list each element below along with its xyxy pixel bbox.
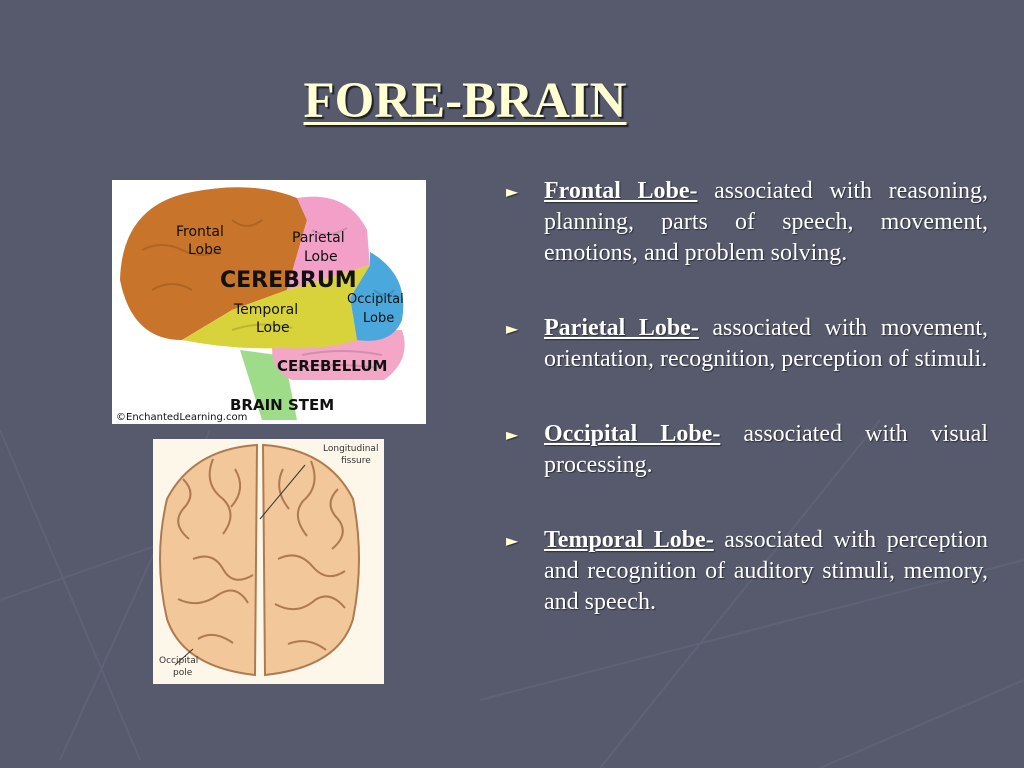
arrow-right-icon: ► [506, 531, 519, 550]
frontal-lobe-region [120, 187, 307, 340]
label-longitudinal: Longitudinal [323, 444, 378, 454]
label-frontal: Frontal [176, 224, 224, 240]
bullet-parietal: ► Parietal Lobe- associated with movemen… [506, 313, 988, 375]
label-brainstem: BRAIN STEM [230, 396, 334, 414]
brain-top-view-diagram: Longitudinal fissure Occipital pole [153, 439, 384, 684]
label-pole: pole [173, 668, 193, 678]
bullet-term: Occipital Lobe- [544, 421, 721, 447]
bullet-occipital: ► Occipital Lobe- associated with visual… [506, 419, 988, 481]
label-frontal-lobe: Lobe [188, 242, 222, 258]
bullet-term: Frontal Lobe- [544, 178, 698, 204]
left-hemisphere [159, 443, 259, 677]
label-occipital: Occipital [347, 292, 404, 307]
arrow-right-icon: ► [506, 182, 519, 201]
label-parietal-lobe: Lobe [304, 249, 338, 265]
bullet-term: Parietal Lobe- [544, 315, 699, 341]
bullet-text: associated with movement, orientation, r… [544, 315, 989, 372]
label-parietal: Parietal [292, 230, 345, 246]
label-temporal: Temporal [233, 302, 298, 318]
bullet-text: associated with perception and recogniti… [544, 527, 989, 615]
credit-text: ©EnchantedLearning.com [116, 412, 247, 423]
label-occipital-pole: Occipital [159, 656, 198, 666]
slide-title: FORE-BRAIN [303, 73, 627, 130]
bullet-frontal: ► Frontal Lobe- associated with reasonin… [506, 176, 988, 269]
label-temporal-lobe: Lobe [256, 320, 290, 336]
arrow-right-icon: ► [506, 319, 519, 338]
parietal-lobe-region [287, 196, 370, 290]
bullet-text: associated with reasoning, planning, par… [544, 178, 988, 266]
occipital-lobe-region [350, 252, 404, 341]
arrow-right-icon: ► [506, 425, 519, 444]
temporal-lobe-region [182, 265, 370, 349]
bullet-text: associated with visual processing. [544, 421, 988, 478]
brain-lobes-diagram: Frontal Lobe Parietal Lobe CEREBRUM Temp… [112, 180, 426, 424]
label-fissure: fissure [341, 456, 371, 466]
right-hemisphere [261, 443, 360, 677]
label-cerebellum: CEREBELLUM [277, 357, 387, 375]
label-cerebrum: CEREBRUM [220, 268, 357, 293]
lobe-bullet-list: ► Frontal Lobe- associated with reasonin… [506, 176, 988, 618]
label-occipital-lobe: Lobe [363, 311, 394, 326]
bullet-temporal: ► Temporal Lobe- associated with percept… [506, 525, 988, 618]
bullet-term: Temporal Lobe- [544, 527, 714, 553]
